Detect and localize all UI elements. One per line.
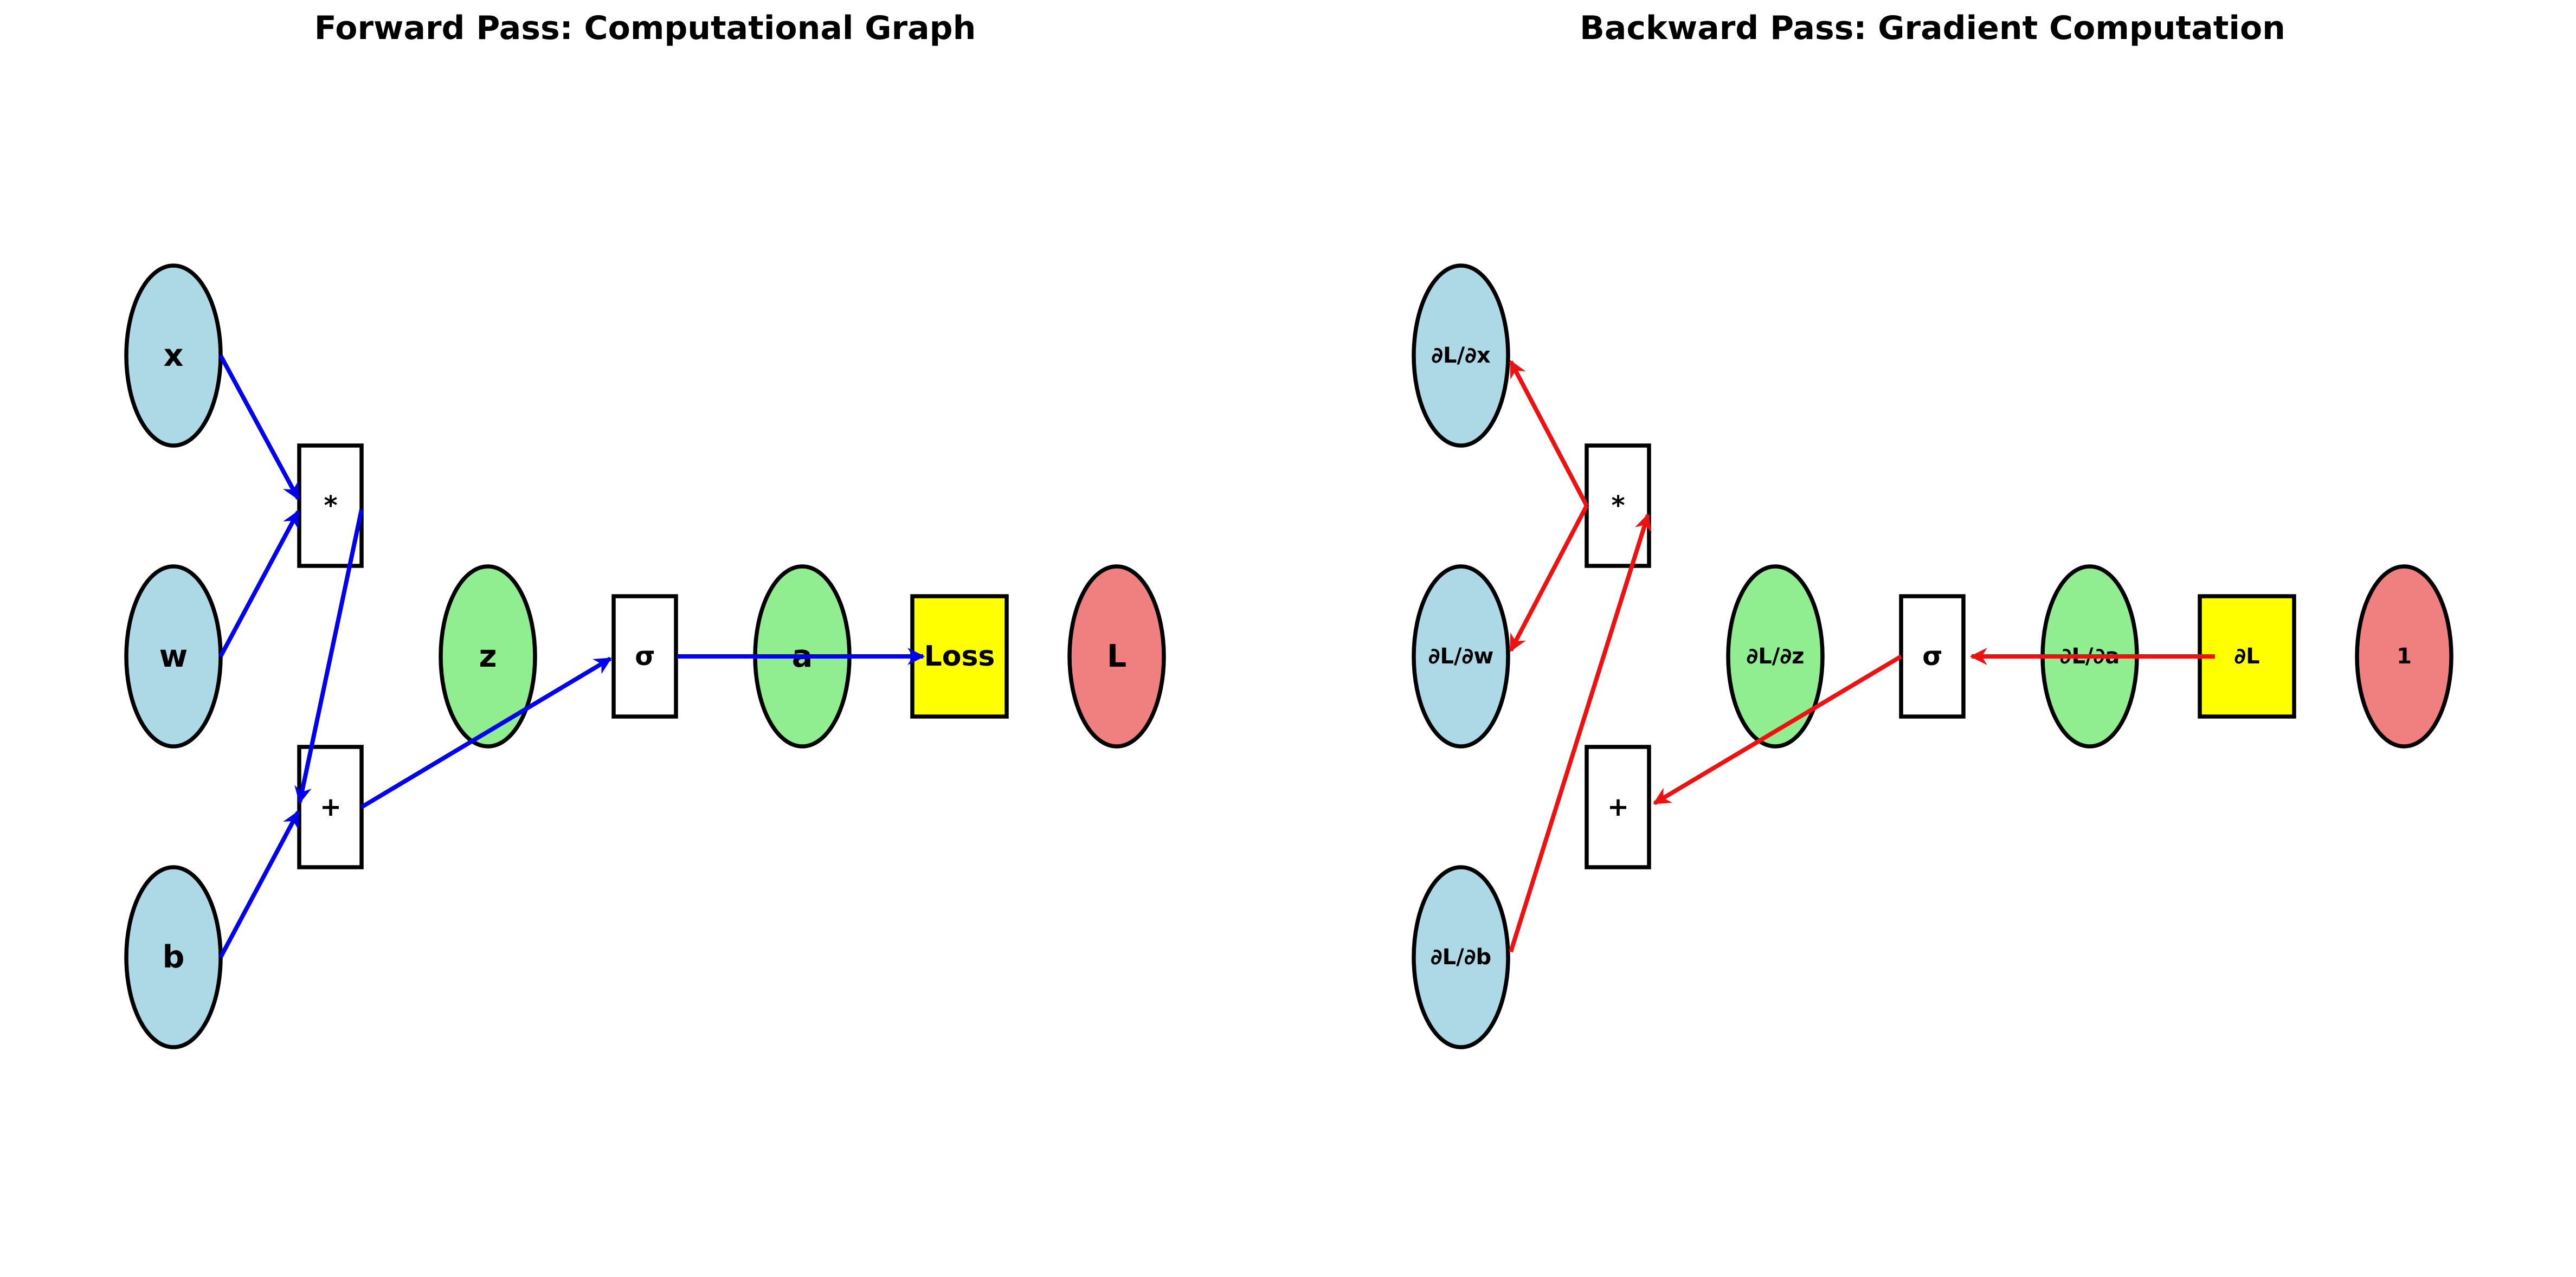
forward-node-z-shape [439, 564, 537, 749]
forward-node-b: b [124, 865, 223, 1049]
backward-node-dw: ∂L/∂w [1412, 564, 1510, 749]
backward-edge-mul-to-dx [1509, 360, 1589, 507]
backward-node-dz-shape [1726, 564, 1825, 749]
backward-node-dw-label: ∂L/∂w [1428, 644, 1494, 669]
forward-edge-mul-to-add [294, 509, 364, 804]
forward-node-w: w [124, 564, 223, 749]
forward-node-mul-shape [297, 443, 364, 568]
backward-node-dz: ∂L/∂z [1726, 564, 1825, 749]
forward-node-sigma-label: σ [635, 641, 655, 672]
forward-panel: Forward Pass: Computational Graph x w b … [124, 9, 1166, 1049]
forward-node-add-shape [297, 745, 364, 869]
forward-node-loss: Loss [910, 594, 1009, 719]
forward-node-w-label: w [159, 638, 188, 674]
backward-node-dL: ∂L [2198, 594, 2296, 719]
forward-node-L-label: L [1107, 638, 1126, 674]
forward-node-loss-shape [910, 594, 1009, 719]
backward-node-db-label: ∂L/∂b [1431, 945, 1491, 970]
forward-node-loss-label: Loss [924, 640, 995, 673]
backward-node-one-shape [2355, 564, 2453, 749]
forward-edge-w-to-mul [218, 510, 300, 657]
backward-node-add-label: + [1607, 792, 1629, 822]
backward-node-dx: ∂L/∂x [1412, 263, 1510, 448]
backward-node-sigma-label: σ [1922, 641, 1942, 672]
backward-node-add-shape [1585, 745, 1651, 869]
forward-node-mul: * [297, 443, 364, 568]
forward-node-z: z [439, 564, 537, 749]
forward-node-sigma-shape [611, 594, 678, 719]
backward-node-sigma-shape [1899, 594, 1966, 719]
forward-node-L-shape [1067, 564, 1166, 749]
backward-edge-mul-to-dw [1509, 505, 1589, 652]
backward-node-sigma: σ [1899, 594, 1966, 719]
backward-node-dL-shape [2198, 594, 2296, 719]
forward-edge-b-to-add [218, 810, 300, 958]
backward-node-one-label: 1 [2397, 644, 2412, 669]
forward-edge-add-to-sigma [360, 656, 612, 809]
forward-node-b-label: b [163, 939, 185, 975]
forward-node-add: + [297, 745, 364, 869]
backward-edge-sigma-to-add [1653, 654, 1903, 805]
backward-node-add: + [1585, 745, 1651, 869]
backward-node-dx-shape [1412, 263, 1510, 448]
backward-node-mul-label: * [1611, 491, 1625, 521]
backward-node-one: 1 [2355, 564, 2453, 749]
backward-node-dw-shape [1412, 564, 1510, 749]
forward-node-z-label: z [479, 638, 497, 674]
forward-node-sigma: σ [611, 594, 678, 719]
backward-node-dz-label: ∂L/∂z [1747, 644, 1805, 669]
backward-node-dx-label: ∂L/∂x [1431, 343, 1491, 368]
backward-node-dL-label: ∂L [2234, 644, 2259, 669]
backward-node-db-shape [1412, 865, 1510, 1049]
forward-node-x-label: x [164, 338, 184, 373]
forward-edge-x-to-mul [218, 354, 300, 500]
backward-panel: Backward Pass: Gradient Computation ∂L/∂… [1412, 9, 2453, 1049]
backward-node-db: ∂L/∂b [1412, 865, 1510, 1049]
forward-node-mul-label: * [324, 491, 337, 521]
backward-edge-db-mul-link [1509, 513, 1652, 953]
forward-node-add-label: + [320, 792, 342, 822]
forward-node-L: L [1067, 564, 1166, 749]
forward-title: Forward Pass: Computational Graph [314, 9, 976, 47]
forward-node-x: x [124, 263, 223, 448]
backward-title: Backward Pass: Gradient Computation [1580, 9, 2285, 47]
